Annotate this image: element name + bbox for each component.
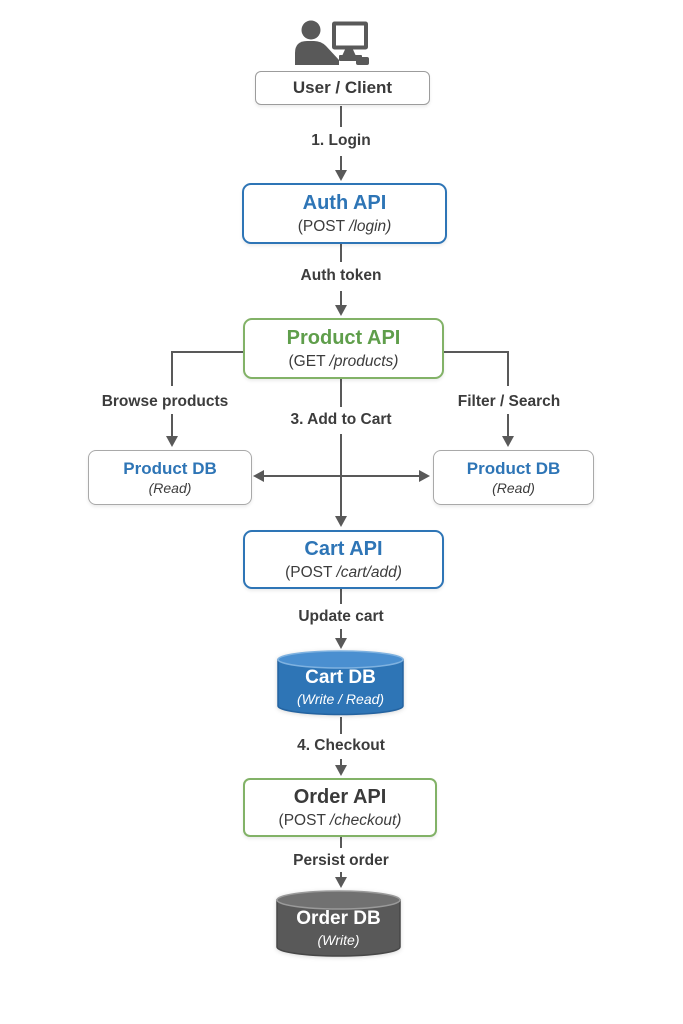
edge-label-update-cart: Update cart (298, 608, 384, 625)
arrowhead-left-product-db (253, 470, 264, 482)
user-client-node: User / Client (255, 71, 430, 105)
user-client-label: User / Client (292, 78, 393, 98)
arrowhead-to-product-db-right (502, 436, 514, 447)
cart-db-cylinder-shape (277, 650, 404, 716)
arrowhead-to-auth-api (335, 170, 347, 181)
auth-api-subtitle: (POST/login) (297, 217, 392, 235)
product-db-left-subtitle: (Read) (148, 479, 192, 496)
cart-db-subtitle: (Write / Read) (296, 690, 385, 707)
cart-api-node: Cart API (POST/cart/add) (243, 530, 444, 589)
auth-api-title: Auth API (302, 191, 387, 214)
person-at-computer-icon (295, 20, 369, 65)
arrowhead-to-product-api (335, 305, 347, 316)
product-api-subtitle: (GET/products) (288, 352, 399, 370)
product-db-right-subtitle: (Read) (492, 479, 535, 496)
order-db-text: Order DB (Write) (276, 890, 401, 958)
edge-label-add-to-cart: 3. Add to Cart (290, 411, 392, 428)
cart-api-title: Cart API (304, 537, 383, 560)
auth-api-node: Auth API (POST/login) (242, 183, 447, 244)
arrowhead-right-product-db (419, 470, 430, 482)
arrowhead-to-order-db (335, 877, 347, 888)
arrowhead-to-cart-api (335, 516, 347, 527)
cart-db-title: Cart DB (305, 667, 376, 689)
edge-label-persist-order: Persist order (293, 852, 389, 869)
order-api-node: Order API (POST/checkout) (243, 778, 437, 837)
arrowhead-to-cart-db (335, 638, 347, 649)
edge-label-filter-search: Filter / Search (457, 393, 561, 410)
product-db-right-title: Product DB (466, 458, 561, 478)
cart-api-subtitle: (POST/cart/add) (285, 563, 402, 581)
product-api-node: Product API (GET/products) (243, 318, 444, 379)
arrowhead-to-product-db-left (166, 436, 178, 447)
product-db-left-node: Product DB (Read) (88, 450, 252, 505)
order-api-subtitle: (POST/checkout) (278, 811, 402, 829)
edge-label-checkout: 4. Checkout (297, 737, 385, 754)
order-db-cylinder-shape (276, 890, 401, 957)
arrowhead-to-order-api (335, 765, 347, 776)
order-api-title: Order API (293, 785, 387, 808)
cart-db-node: Cart DB (Write / Read) (277, 650, 404, 716)
edge-label-browse-products: Browse products (101, 393, 229, 410)
edge-label-login: 1. Login (311, 132, 371, 149)
order-db-node: Order DB (Write) (276, 890, 401, 958)
arrowheads (166, 170, 514, 888)
product-db-left-title: Product DB (123, 458, 217, 478)
cart-db-text: Cart DB (Write / Read) (277, 650, 404, 716)
product-api-title: Product API (286, 326, 401, 349)
order-db-title: Order DB (296, 908, 381, 930)
product-db-right-node: Product DB (Read) (433, 450, 594, 505)
edge-label-auth-token: Auth token (300, 267, 382, 284)
order-db-subtitle: (Write) (317, 931, 360, 948)
